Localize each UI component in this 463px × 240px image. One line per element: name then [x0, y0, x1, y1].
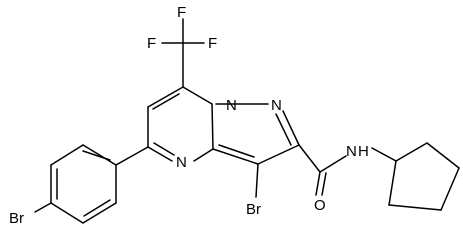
- bond-ph-1-double: [82, 150, 111, 161]
- bond-ph-5-double: [83, 199, 111, 217]
- bond-n4-c3a: [193, 148, 214, 162]
- atom-f-top: F: [177, 4, 186, 21]
- atom-f-right: F: [208, 35, 217, 52]
- bond-cp-5: [388, 160, 397, 206]
- bond-cp-1: [395, 142, 428, 162]
- bond-c2-c3: [257, 144, 300, 165]
- bond-ph-2: [50, 144, 84, 166]
- bond-phenyl-br: [34, 202, 52, 213]
- bond-c5-n4-double: [153, 142, 175, 156]
- atom-n-right: N: [271, 97, 282, 114]
- atom-n-top: N: [226, 97, 237, 114]
- bond-c3-c3a: [212, 148, 259, 165]
- atom-f-left: F: [147, 35, 156, 52]
- bond-c7-c6: [147, 86, 184, 108]
- bond-ph-5: [82, 202, 117, 224]
- atom-n-left: N: [176, 154, 187, 171]
- bond-c3-c3a-double: [218, 144, 255, 158]
- bond-c7-n-bridge: [182, 86, 213, 105]
- bond-c7-c6-double: [152, 93, 180, 110]
- bond-c3a-n-bridge: [211, 103, 214, 150]
- atom-h-amide: H: [358, 143, 369, 160]
- atom-br-phenyl: Br: [9, 210, 24, 227]
- atom-o: O: [314, 197, 326, 214]
- atom-n-amide: N: [346, 143, 357, 160]
- bond-cp-4: [388, 204, 442, 211]
- bond-carbonyl-o-double: [321, 172, 327, 196]
- atom-br-ring: Br: [246, 201, 261, 218]
- bond-c5-n4: [147, 146, 173, 162]
- bond-c5-phenyl: [115, 146, 149, 166]
- bond-carbonyl-o: [315, 171, 321, 196]
- bond-cp-3: [440, 167, 460, 211]
- bond-c2-carbonyl: [298, 144, 321, 173]
- bond-n-cyclopentyl: [371, 147, 397, 162]
- bond-ph-4: [50, 202, 84, 224]
- bond-carbonyl-n: [319, 155, 347, 173]
- structure-canvas: F F F N N N N H O Br Br: [9, 4, 460, 227]
- bond-ph-1: [82, 144, 117, 166]
- molecule-drawing: F F F N N N N H O Br Br: [9, 4, 460, 227]
- bond-n1-c2: [282, 110, 300, 146]
- bond-cp-2: [426, 142, 460, 169]
- bond-c3-br: [255, 163, 259, 198]
- bond-n1-c2-double: [275, 113, 292, 146]
